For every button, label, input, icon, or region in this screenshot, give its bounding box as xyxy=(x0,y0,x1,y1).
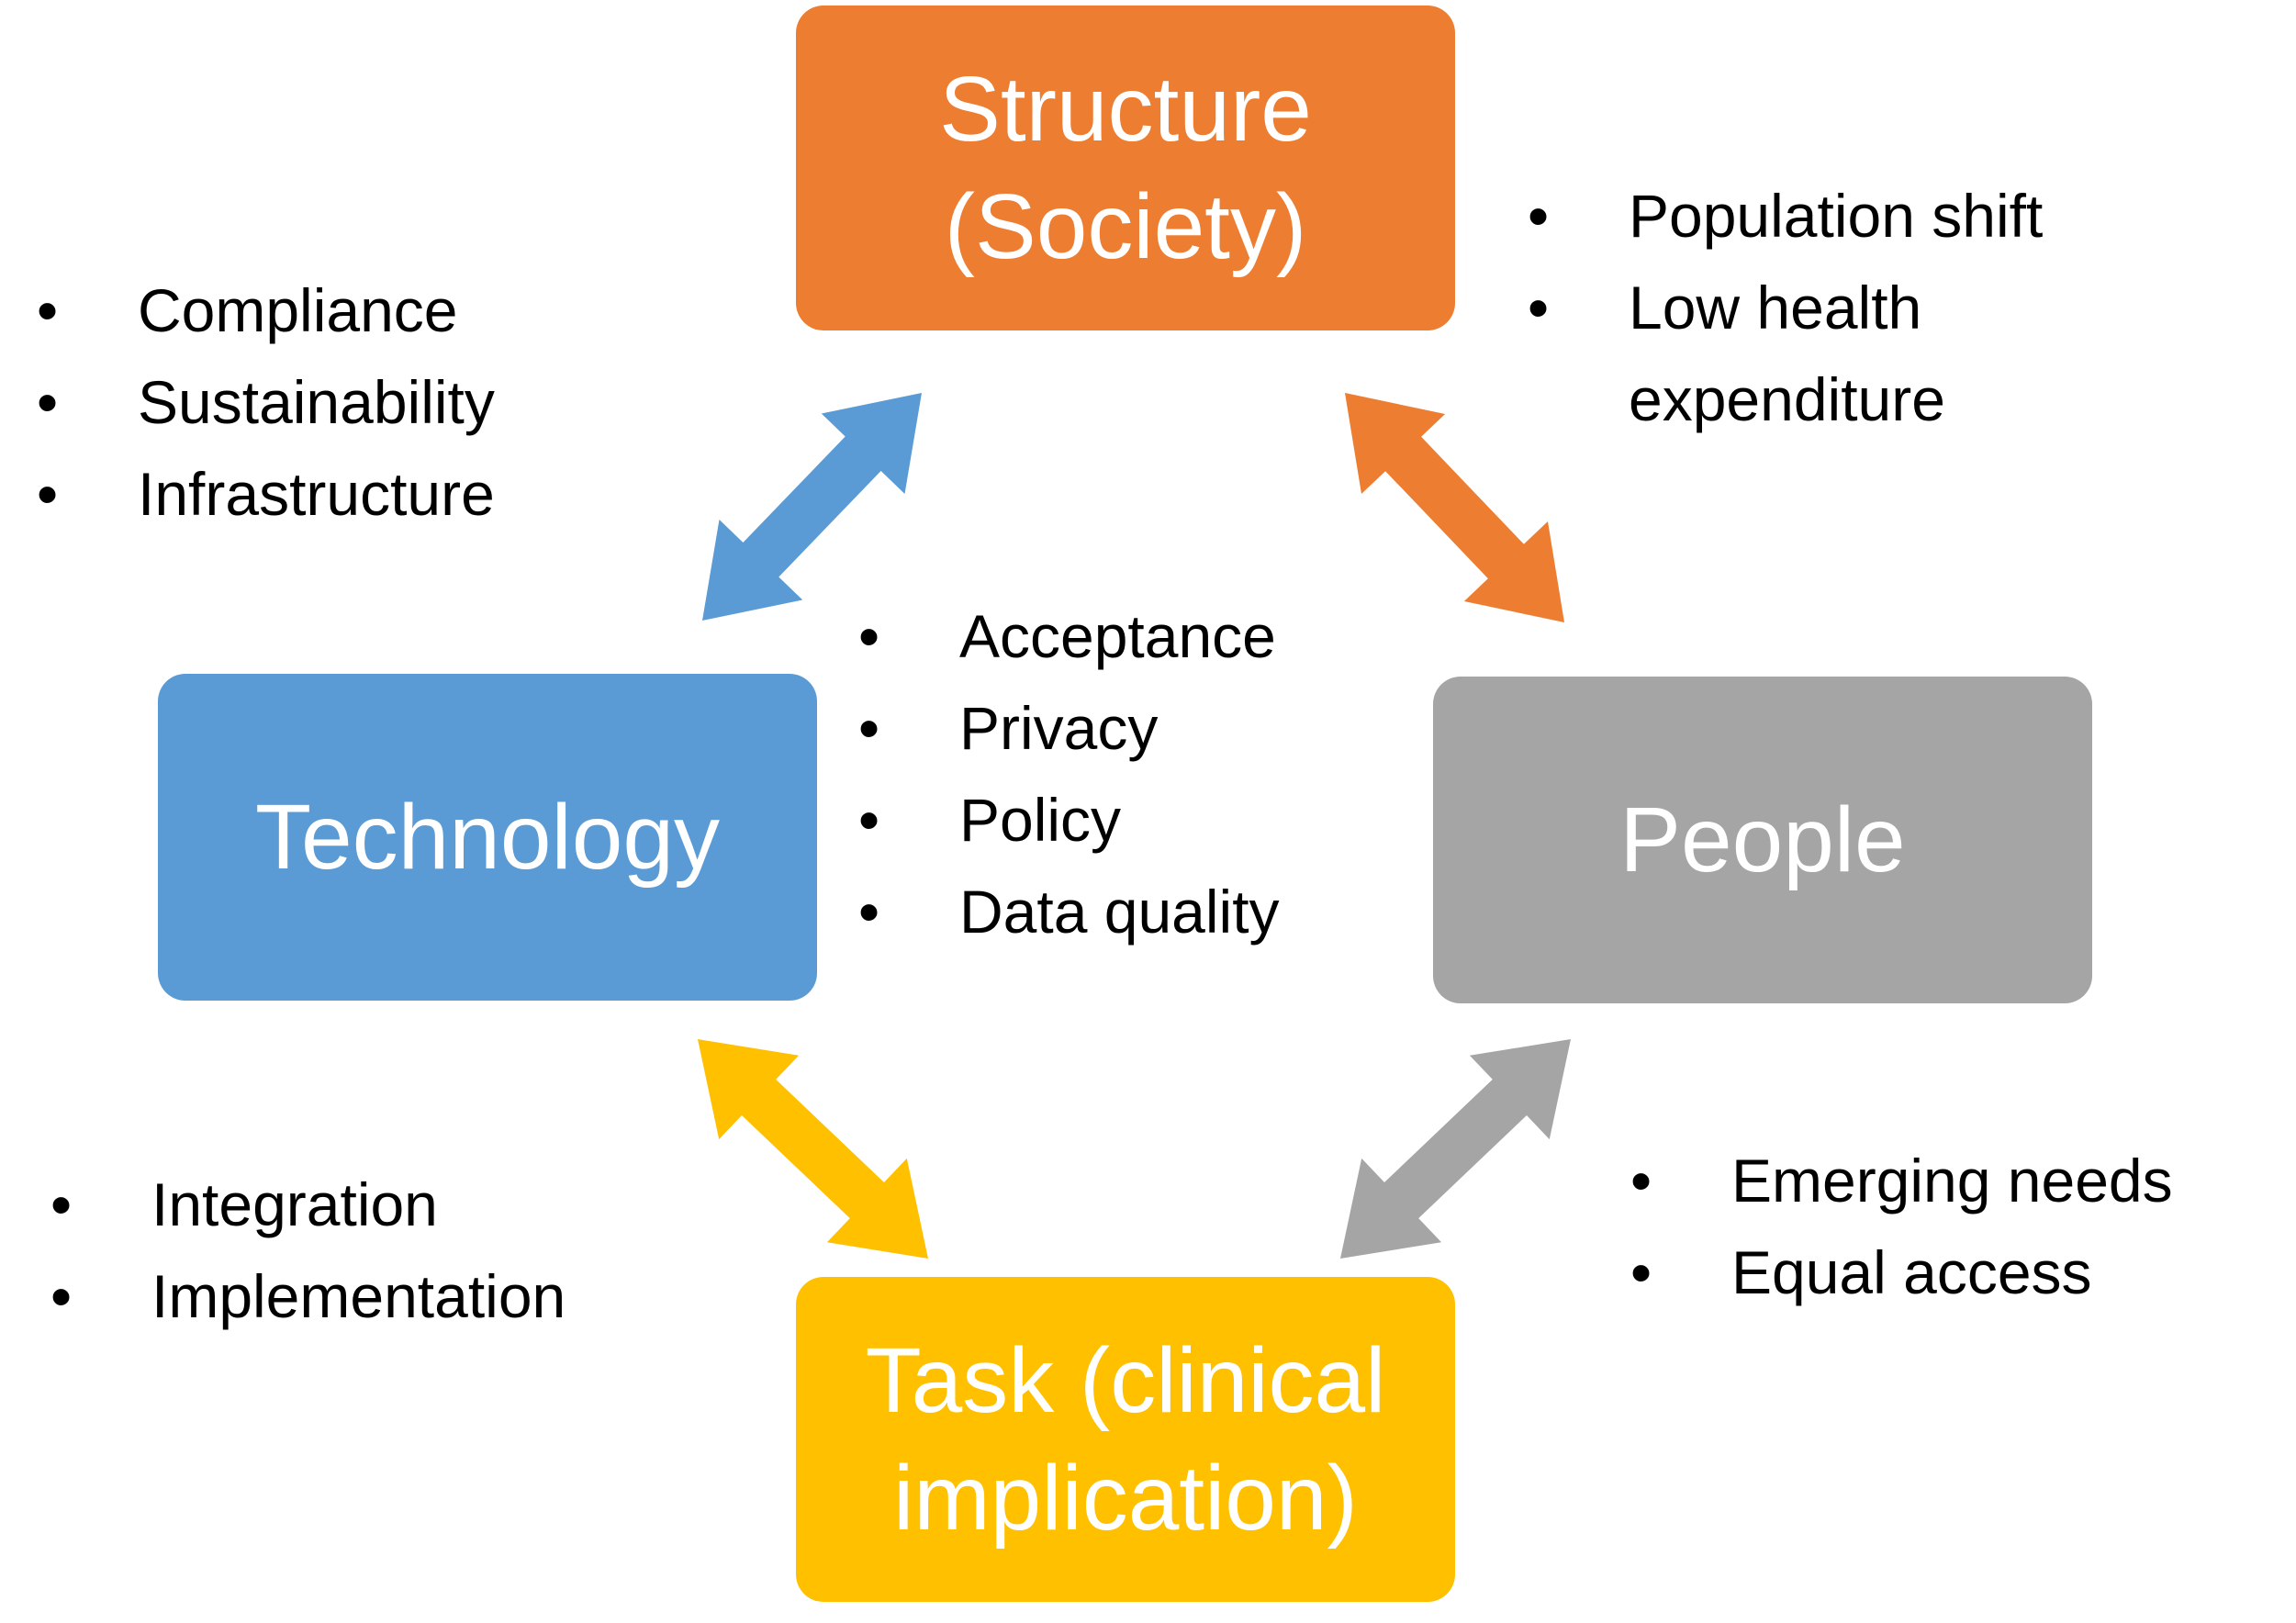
bullet-dot-icon: • xyxy=(1630,1238,1652,1306)
bullet-dot-icon: • xyxy=(858,694,880,762)
technology-task-double-arrow-icon xyxy=(698,1039,928,1259)
task-clinical-implication-box: Task (clinical implication) xyxy=(796,1277,1455,1602)
bullet-text: Emerging needs xyxy=(1731,1147,2173,1214)
technology-structure-double-arrow-icon xyxy=(702,393,922,621)
bullet-text: Low health expenditure xyxy=(1629,274,1945,433)
bullet-item: • Low health expenditure xyxy=(1528,262,2043,445)
structure-society-label: Structure (Society) xyxy=(939,58,1312,278)
bullet-text: Privacy xyxy=(959,694,1159,762)
bullet-text: Acceptance xyxy=(959,602,1276,670)
task-label: Task (clinical implication) xyxy=(865,1329,1386,1550)
bullet-dot-icon: • xyxy=(1528,182,1550,250)
bullet-text: Infrastructure xyxy=(138,460,495,528)
bullet-dot-icon: • xyxy=(50,1170,73,1238)
structure-people-double-arrow-icon xyxy=(1345,393,1564,622)
bullet-item: • Implementation xyxy=(50,1250,566,1342)
bullet-dot-icon: • xyxy=(50,1262,73,1330)
structure-society-box: Structure (Society) xyxy=(796,6,1455,330)
bullet-text: Compliance xyxy=(138,276,458,344)
bullet-item: • Emerging needs xyxy=(1630,1135,2173,1226)
double-arrow-shape xyxy=(702,393,922,621)
people-box: People xyxy=(1433,677,2092,1003)
bullet-dot-icon: • xyxy=(1630,1147,1652,1214)
bullet-item: • Infrastructure xyxy=(37,448,495,540)
bullet-item: • Data quality xyxy=(858,866,1280,957)
bullet-text: Implementation xyxy=(151,1262,566,1330)
bullet-dot-icon: • xyxy=(37,368,59,436)
bullet-item: • Integration xyxy=(50,1158,566,1250)
people-task-factors-list: • Emerging needs • Equal access xyxy=(1630,1135,2173,1318)
bullet-item: • Acceptance xyxy=(858,590,1280,682)
technology-structure-factors-list: • Compliance • Sustainability • Infrastructur… xyxy=(37,264,495,540)
bullet-text: Integration xyxy=(151,1170,438,1238)
bullet-item: • Sustainability xyxy=(37,356,495,448)
people-label: People xyxy=(1619,789,1906,891)
technology-label: Technology xyxy=(255,786,720,889)
bullet-text: Data quality xyxy=(959,878,1280,946)
people-task-double-arrow-icon xyxy=(1340,1039,1571,1259)
double-arrow-shape xyxy=(698,1039,928,1259)
bullet-text: Policy xyxy=(959,786,1122,854)
bullet-dot-icon: • xyxy=(858,602,880,670)
double-arrow-shape xyxy=(1340,1039,1571,1259)
structure-people-factors-list: • Population shift • Low health expenditure xyxy=(1528,170,2043,445)
bullet-item: • Compliance xyxy=(37,264,495,356)
bullet-item: • Privacy xyxy=(858,682,1280,774)
bullet-dot-icon: • xyxy=(37,276,59,344)
bullet-dot-icon: • xyxy=(37,460,59,528)
bullet-dot-icon: • xyxy=(858,786,880,854)
technology-task-factors-list: • Integration • Implementation xyxy=(50,1158,566,1342)
bullet-item: • Policy xyxy=(858,774,1280,866)
bullet-dot-icon: • xyxy=(858,878,880,946)
bullet-text: Equal access xyxy=(1731,1238,2092,1306)
bullet-dot-icon: • xyxy=(1528,274,1550,341)
bullet-item: • Equal access xyxy=(1630,1226,2173,1318)
technology-box: Technology xyxy=(158,674,817,1001)
bullet-item: • Population shift xyxy=(1528,170,2043,262)
bullet-text: Population shift xyxy=(1629,182,2044,250)
bullet-text: Sustainability xyxy=(138,368,495,436)
double-arrow-shape xyxy=(1345,393,1564,622)
central-factors-list: • Acceptance • Privacy • Policy • Data quality xyxy=(858,590,1280,957)
